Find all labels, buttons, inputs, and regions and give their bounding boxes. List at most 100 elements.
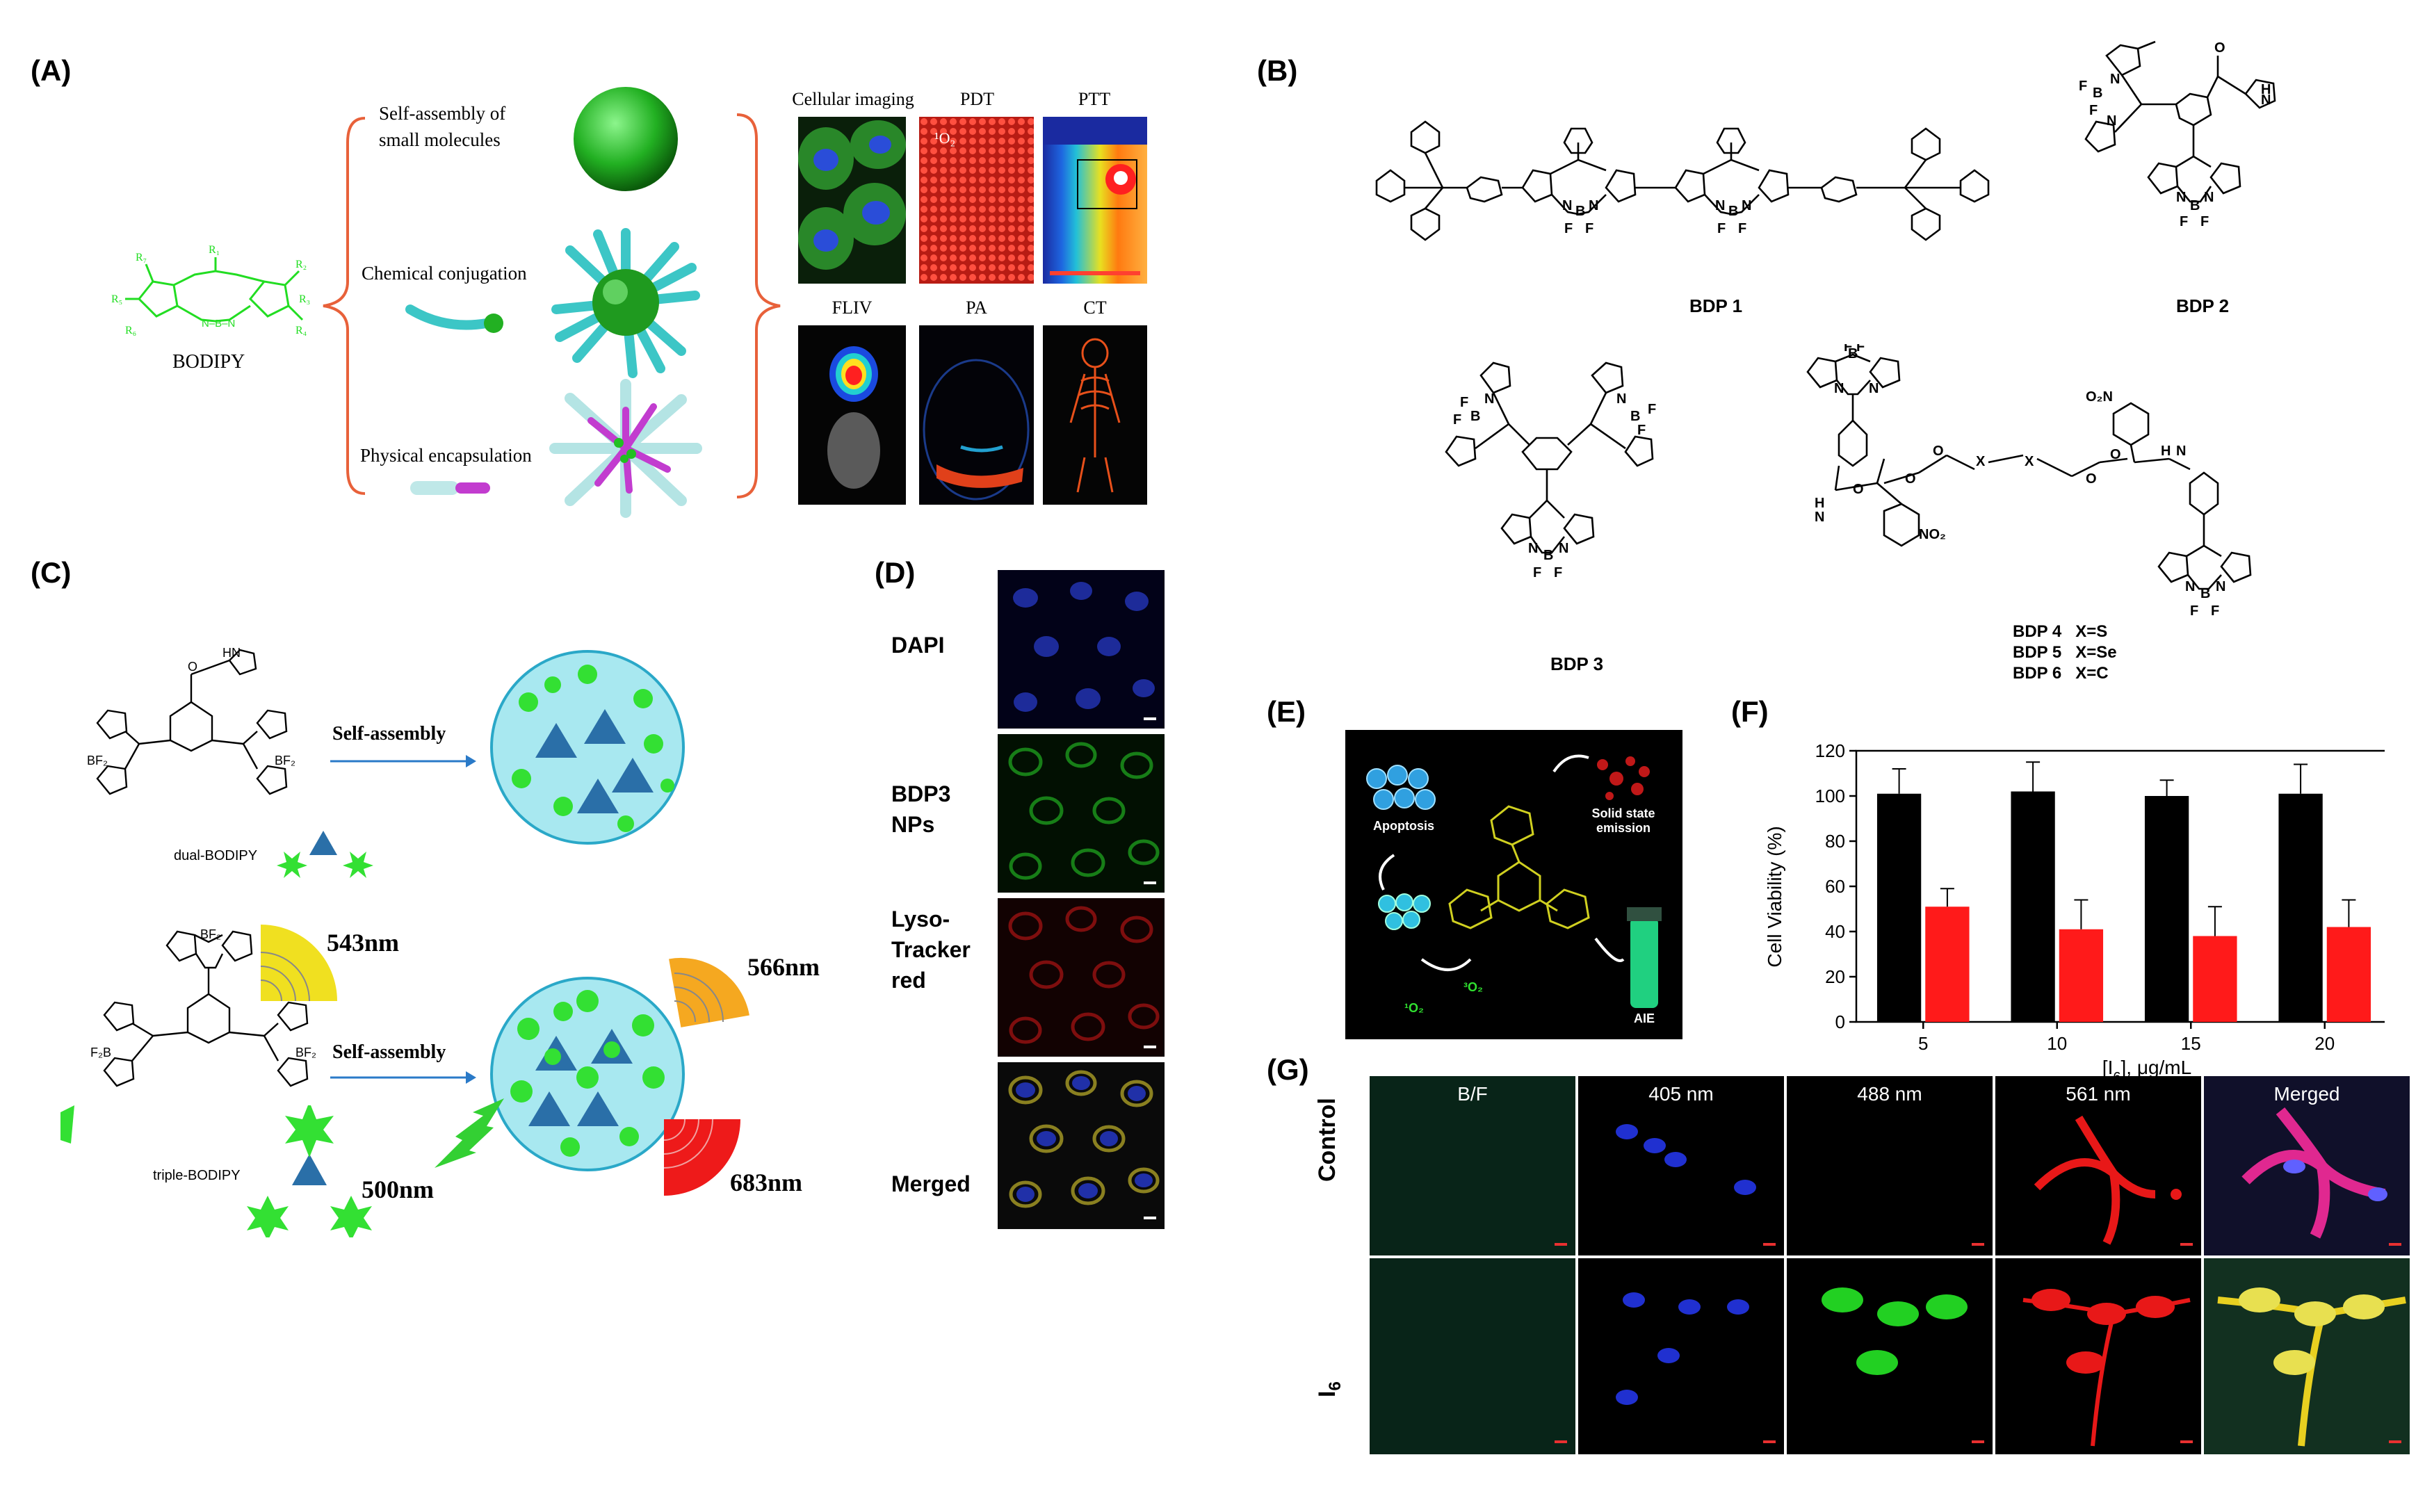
y-tick-label: 0 [1835, 1011, 1845, 1032]
svg-text:N: N [1589, 198, 1598, 213]
r1-label: R₁ [209, 244, 220, 256]
x-tick-label: 10 [2047, 1033, 2067, 1054]
x-label-2: X [2025, 454, 2034, 469]
tile-pa [919, 325, 1034, 505]
svg-text:B: B [1728, 204, 1738, 219]
tile-pdt: ¹O₂ [919, 117, 1034, 284]
aie-label-apoptosis: Apoptosis [1373, 819, 1434, 833]
aie-label-singlet-oxygen: ¹O₂ [1404, 1001, 1424, 1015]
svg-text:N–B–N: N–B–N [202, 318, 235, 330]
row-label-control: Control [1314, 1098, 1340, 1182]
panel-label-c: (C) [31, 556, 72, 589]
svg-text:B: B [2093, 86, 2102, 101]
column-label: 405 nm [1648, 1083, 1714, 1105]
svg-text:B: B [1630, 409, 1640, 424]
svg-text:F: F [2190, 603, 2198, 619]
tile-caption-pa: PA [966, 298, 987, 318]
pdt-singlet-oxygen-label: ¹O₂ [934, 129, 956, 147]
self-assembly-label-2: Self-assembly [332, 1041, 446, 1063]
column-label: 561 nm [2066, 1083, 2131, 1105]
route-self-assembly-line2: small molecules [379, 129, 501, 150]
bar-light [1925, 907, 1970, 1022]
column-label: Merged [2273, 1083, 2340, 1105]
confocal-image [2204, 1076, 2410, 1255]
svg-text:B: B [1848, 346, 1858, 361]
tile-caption-cellular-imaging: Cellular imaging [792, 89, 914, 109]
triple-bodipy-label: triple-BODIPY [153, 1168, 241, 1183]
dual-hn: HN [222, 647, 241, 660]
aie-label-aie: AIE [1634, 1011, 1655, 1025]
svg-text:N: N [2185, 579, 2195, 594]
svg-text:F: F [1554, 565, 1562, 580]
no2-label: NO₂ [1919, 527, 1946, 542]
bar-light [2326, 927, 2371, 1022]
y-tick-label: 80 [1825, 831, 1845, 852]
wave-566 [669, 957, 749, 1027]
svg-text:O: O [1905, 471, 1916, 487]
bar-dark [2278, 793, 2323, 1022]
dual-nanoparticle [490, 650, 685, 845]
confocal-image [1370, 1076, 1575, 1255]
confocal-image [1578, 1258, 1784, 1454]
dual-carbonyl-o: O [188, 660, 197, 674]
svg-text:BF₂: BF₂ [200, 927, 221, 941]
x-tick-label: 20 [2314, 1033, 2335, 1054]
svg-text:H: H [2261, 82, 2271, 97]
compound-label-bdp3: BDP 3 [1550, 653, 1604, 674]
x-label-1: X [1976, 454, 1986, 469]
svg-text:F: F [2180, 214, 2188, 229]
tile-fliv [798, 325, 906, 505]
confocal-image [2204, 1258, 2410, 1454]
r2-label: R₂ [295, 259, 307, 270]
panel-label-e: (E) [1267, 695, 1306, 728]
column-label: 488 nm [1857, 1083, 1922, 1105]
y-tick-label: 60 [1825, 876, 1845, 897]
svg-text:F: F [2211, 603, 2219, 619]
dual-bodipy-icon [277, 831, 373, 878]
svg-text:B: B [2190, 198, 2200, 213]
r6-label: R₆ [125, 325, 136, 336]
tile-caption-pdt: PDT [959, 89, 995, 109]
confocal-image [1787, 1258, 1993, 1454]
x-tick-label: 15 [2181, 1033, 2201, 1054]
nanoparticle-sphere [574, 87, 678, 191]
r5-label: R₅ [111, 293, 122, 305]
wave-683 [663, 1119, 740, 1196]
svg-text:N: N [1834, 381, 1844, 396]
micrograph-dapi [998, 570, 1165, 729]
bodipy-scaffold-structure: R₁ R₂ R₃ R₄ R₅ R₆ R₇ N–B–N [111, 244, 310, 336]
bar-light [2193, 936, 2237, 1022]
svg-text:N: N [1559, 541, 1568, 556]
x-tick-label: 5 [1918, 1033, 1928, 1054]
bar-light [2059, 929, 2104, 1022]
svg-text:N: N [1869, 381, 1879, 396]
svg-text:N: N [2176, 444, 2186, 459]
svg-text:F₂B: F₂B [90, 1046, 111, 1059]
bodipy-label: BODIPY [172, 351, 245, 373]
svg-text:F: F [1648, 402, 1656, 417]
panel-label-b: (B) [1257, 54, 1298, 87]
route-self-assembly-line1: Self-assembly of [379, 103, 506, 124]
compound-label-bdp2: BDP 2 [2176, 295, 2230, 316]
encapsulation-molecule [410, 481, 490, 495]
svg-text:F: F [1856, 344, 1865, 355]
svg-text:N: N [1562, 198, 1572, 213]
bar-dark [2144, 796, 2189, 1022]
svg-text:N: N [1715, 198, 1725, 213]
row-label-merged: Merged [891, 1171, 971, 1196]
svg-text:N: N [1742, 198, 1751, 213]
confocal-image [1370, 1258, 1575, 1454]
svg-text:BF₂: BF₂ [295, 1046, 316, 1059]
dual-bodipy-label: dual-BODIPY [174, 848, 258, 863]
row-label-dapi: DAPI [891, 633, 945, 658]
series-label-bdp5: BDP 5 X=Se [2013, 643, 2117, 662]
dual-bodipy-structure: O HN BF₂ BF₂ [87, 647, 295, 795]
r3-label: R₃ [299, 293, 310, 305]
svg-text:B: B [1543, 548, 1553, 563]
compound-label-bdp1: BDP 1 [1689, 295, 1743, 316]
svg-text:F: F [1717, 221, 1726, 236]
